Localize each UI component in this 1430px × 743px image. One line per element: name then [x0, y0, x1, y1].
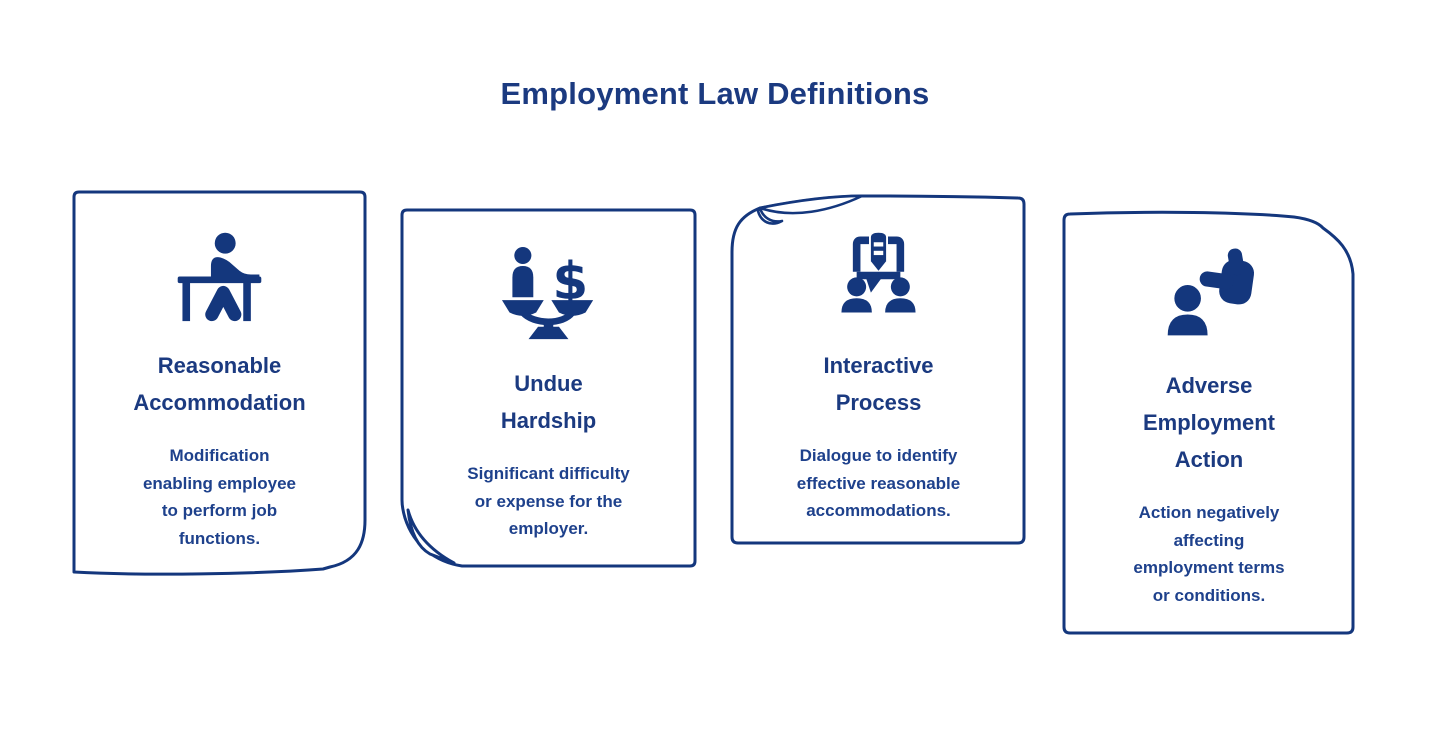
two-people-conversation-icon: [824, 228, 934, 323]
card-title: Interactive Process: [823, 353, 934, 415]
card-title: Undue Hardship: [500, 371, 597, 433]
card-undue-hardship: $ Undue Hardship Significant difficulty …: [400, 208, 697, 570]
card-adverse-employment-action: Adverse Employment Action Action negativ…: [1062, 210, 1356, 637]
card-title: Reasonable Accommodation: [133, 353, 306, 415]
hand-over-person-icon: [1154, 248, 1264, 343]
card-reasonable-accommodation: Reasonable Accommodation Modification en…: [72, 190, 367, 577]
card-description: Dialogue to identify effective reasonabl…: [796, 446, 961, 520]
card-description: Action negatively affecting employment t…: [1133, 503, 1285, 605]
page-title: Employment Law Definitions: [500, 76, 930, 111]
card-interactive-process: Interactive Process Dialogue to identify…: [730, 192, 1027, 550]
card-title: Adverse Employment Action: [1142, 373, 1276, 472]
card-description: Significant difficulty or expense for th…: [467, 464, 630, 538]
card-description: Modification enabling employee to perfor…: [142, 446, 297, 548]
person-at-desk-icon: [165, 228, 275, 323]
balance-scale-person-dollar-icon: $: [494, 246, 604, 341]
